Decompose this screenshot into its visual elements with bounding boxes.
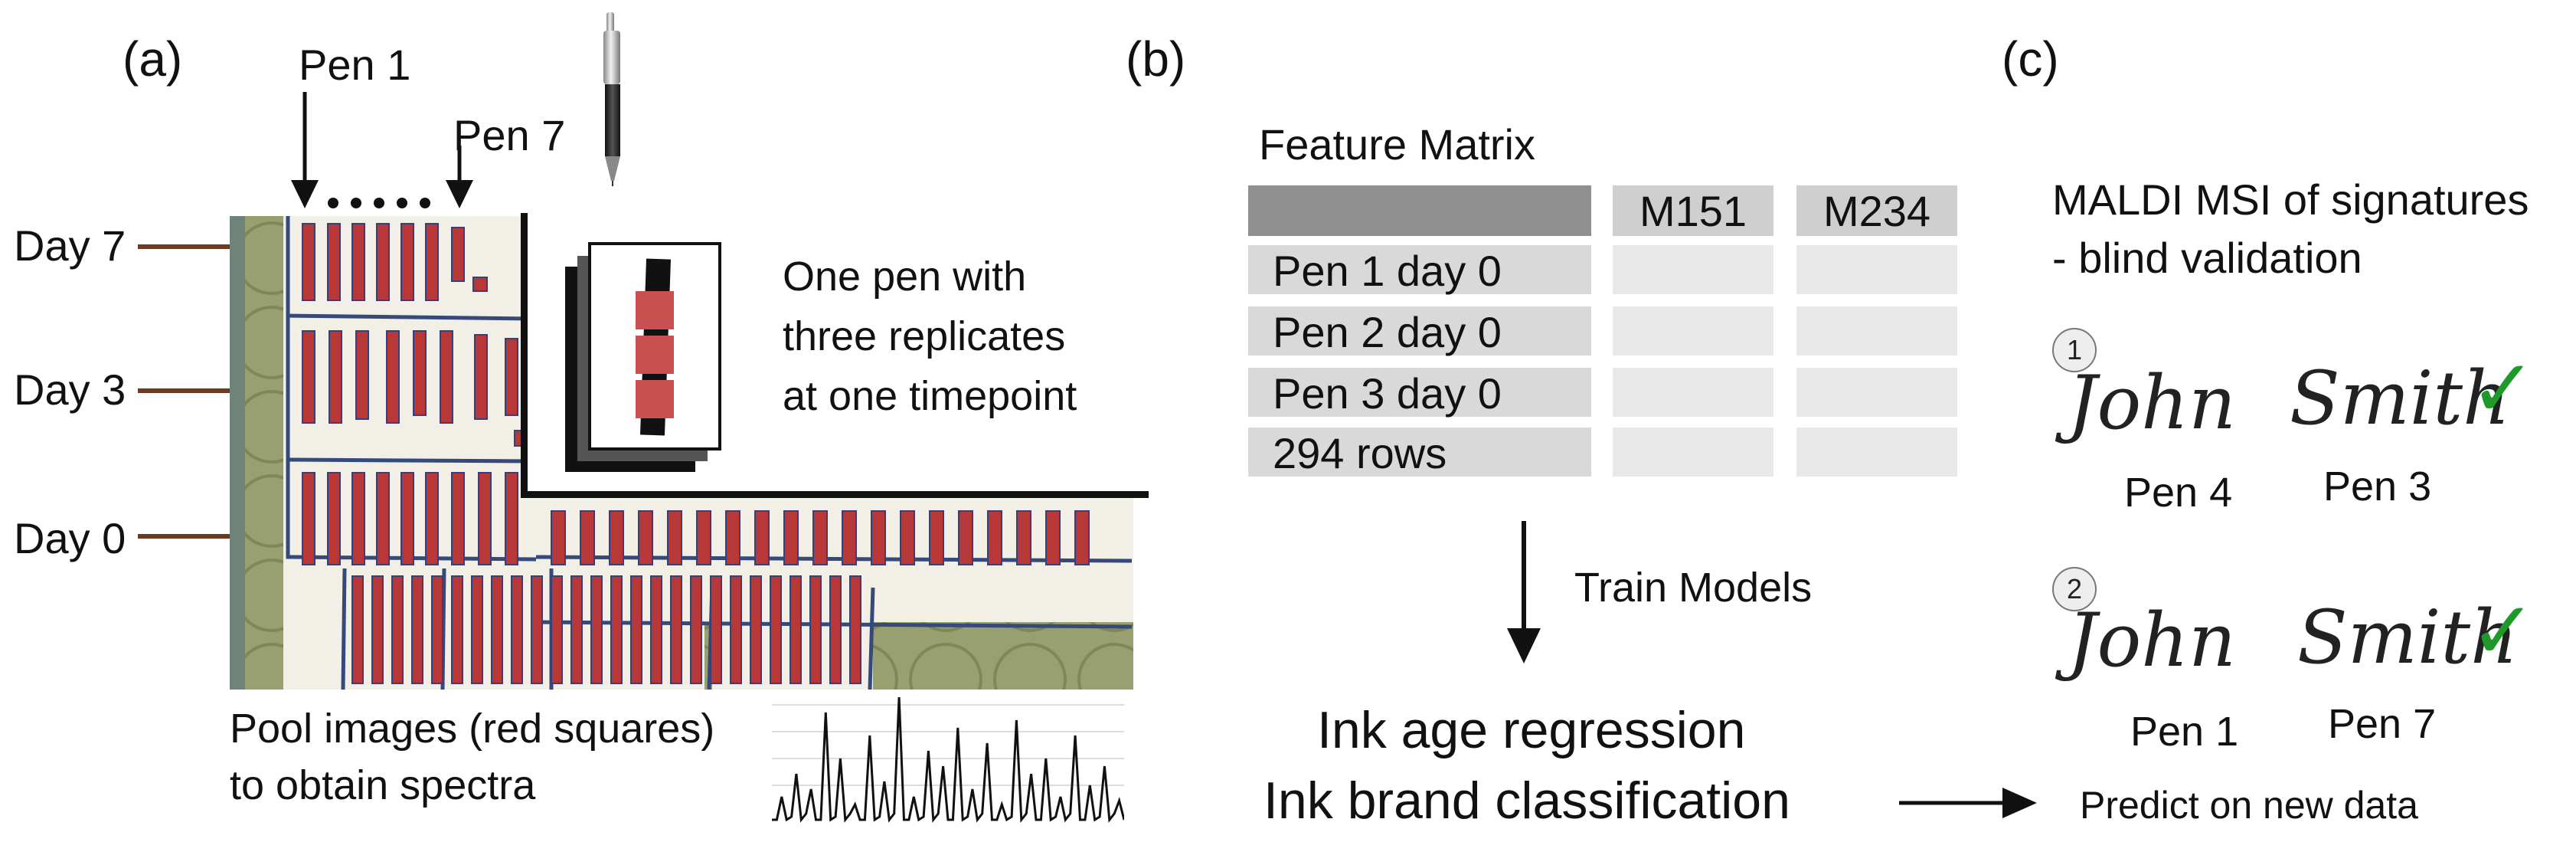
matrix-row-label: Pen 2 day 0 xyxy=(1248,306,1591,356)
train-arrow xyxy=(1507,521,1541,663)
signature-first-name: John xyxy=(2068,360,2236,446)
matrix-cell xyxy=(1796,368,1957,417)
pen-label: Pen 7 xyxy=(2328,701,2437,747)
callout-text-line-1: One pen with xyxy=(783,254,1027,300)
pen-arrows xyxy=(291,92,473,208)
matrix-cell xyxy=(1796,428,1957,477)
matrix-row-label: Pen 3 day 0 xyxy=(1248,368,1591,418)
column-header-m234: M234 xyxy=(1796,185,1957,236)
predict-label: Predict on new data xyxy=(2080,784,2418,827)
day-7-label: Day 7 xyxy=(14,221,126,270)
panel-b-label: (b) xyxy=(1126,31,1186,87)
example-number-badge: 1 xyxy=(2052,328,2097,372)
output-regression: Ink age regression xyxy=(1317,701,1746,759)
day-0-label: Day 0 xyxy=(14,514,126,562)
pen-first-label: Pen 1 xyxy=(299,41,411,89)
matrix-cell xyxy=(1796,306,1957,355)
replicate-callout-box xyxy=(521,213,1149,498)
signature-first-name: John xyxy=(2068,598,2236,683)
matrix-row-label: 294 rows xyxy=(1248,428,1591,477)
check-icon: ✓ xyxy=(2470,342,2537,435)
matrix-header-bar xyxy=(1248,185,1591,236)
signature-last-name: Smith xyxy=(2297,595,2518,680)
day-3-label: Day 3 xyxy=(14,365,126,414)
pool-caption-line-1: Pool images (red squares) xyxy=(230,706,715,752)
output-classification: Ink brand classification xyxy=(1263,772,1790,830)
matrix-cell xyxy=(1796,245,1957,294)
panel-a-label: (a) xyxy=(123,31,183,87)
check-icon: ✓ xyxy=(2470,584,2537,677)
train-models-label: Train Models xyxy=(1574,565,1813,611)
callout-text-line-3: at one timepoint xyxy=(783,373,1077,419)
pen-label: Pen 1 xyxy=(2130,709,2239,755)
example-number-badge: 2 xyxy=(2052,567,2097,611)
pen-label: Pen 4 xyxy=(2124,470,2233,516)
predict-arrow xyxy=(1899,788,2037,818)
matrix-cell xyxy=(1613,306,1773,355)
pen-icon xyxy=(603,12,620,186)
pool-caption-line-2: to obtain spectra xyxy=(230,762,536,808)
column-header-m151: M151 xyxy=(1613,185,1773,236)
feature-matrix-title: Feature Matrix xyxy=(1259,120,1535,169)
signature-last-name: Smith xyxy=(2290,355,2510,441)
mass-spectrum xyxy=(772,697,1124,824)
panel-c-title-line-1: MALDI MSI of signatures xyxy=(2052,175,2529,224)
matrix-row-label: Pen 1 day 0 xyxy=(1248,245,1591,295)
matrix-cell xyxy=(1613,245,1773,294)
panel-c-title-line-2: - blind validation xyxy=(2052,234,2362,282)
panel-c-label: (c) xyxy=(2002,31,2059,87)
pen-last-label: Pen 7 xyxy=(453,111,566,159)
matrix-cell xyxy=(1613,428,1773,477)
pen-label: Pen 3 xyxy=(2323,464,2432,509)
matrix-cell xyxy=(1613,368,1773,417)
callout-text-line-2: three replicates xyxy=(783,313,1066,359)
